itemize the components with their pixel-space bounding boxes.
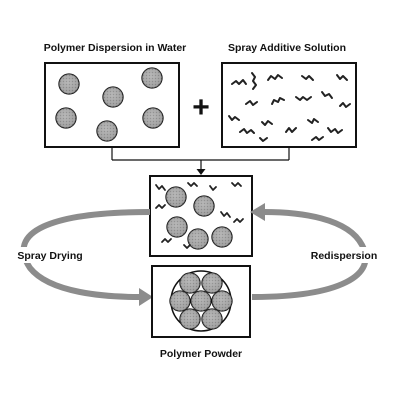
coated-particle xyxy=(165,186,187,208)
polymer-particle xyxy=(102,86,124,108)
redispersion-label: Redispersion xyxy=(311,250,378,262)
plus-sign: + xyxy=(192,91,210,124)
merge-connector xyxy=(111,147,290,170)
polymer-particle xyxy=(142,107,164,129)
coated-particle xyxy=(193,195,215,217)
dispersion-label: Polymer Dispersion in Water xyxy=(44,42,187,54)
coated-particle xyxy=(211,226,233,248)
coated-particle xyxy=(187,228,209,250)
additive-chains xyxy=(228,72,351,142)
redispersion-label-bg xyxy=(310,247,378,263)
mixture-box xyxy=(149,175,253,257)
powder-particle xyxy=(201,308,223,330)
powder-particle xyxy=(211,290,233,312)
additive-box xyxy=(221,62,357,148)
powder-particle xyxy=(201,272,223,294)
redispersion-arrow-head xyxy=(250,203,265,221)
spray-drying-arrow xyxy=(20,209,151,300)
spray-drying-label: Spray Drying xyxy=(17,250,82,262)
dispersion-box xyxy=(44,62,180,148)
powder-particle xyxy=(169,290,191,312)
powder-label: Polymer Powder xyxy=(160,348,242,360)
merge-arrow-head xyxy=(196,169,206,175)
powder-particle xyxy=(190,290,212,312)
redispersion-arrow xyxy=(251,209,369,300)
polymer-particle xyxy=(141,67,163,89)
additive-label: Spray Additive Solution xyxy=(228,42,346,54)
spray-drying-label-bg xyxy=(12,247,90,263)
powder-particle xyxy=(179,308,201,330)
polymer-particle xyxy=(58,73,80,95)
spray-drying-arrow-head xyxy=(139,288,153,306)
powder-particle xyxy=(179,272,201,294)
coated-particle xyxy=(166,216,188,238)
polymer-particle xyxy=(96,120,118,142)
polymer-particle xyxy=(55,107,77,129)
powder-box xyxy=(151,265,251,338)
